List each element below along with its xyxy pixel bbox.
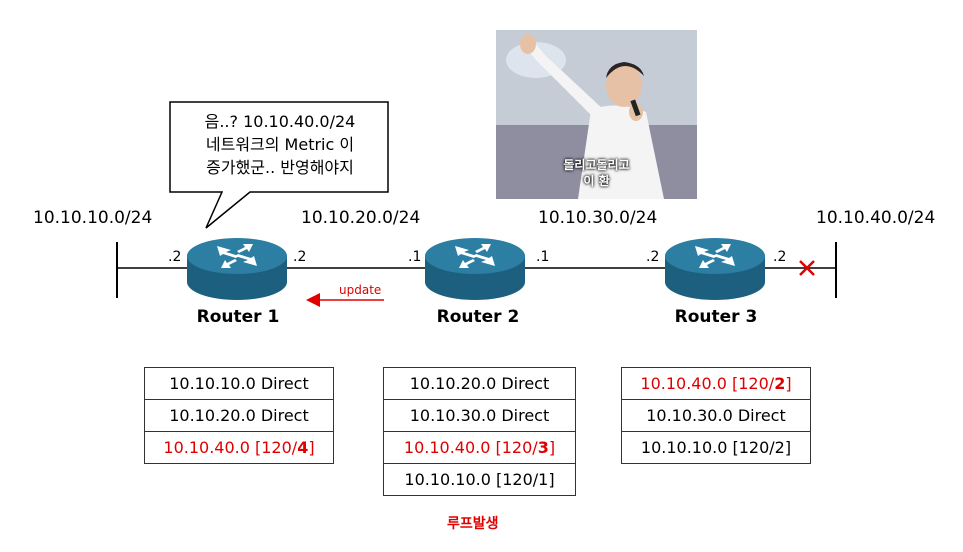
routing-entry: 10.10.40.0 [120/2] (621, 367, 811, 400)
routing-entry: 10.10.10.0 [120/1] (383, 463, 576, 496)
loop-warning-label: 루프발생 (447, 516, 499, 532)
singer-figure-icon (496, 30, 697, 199)
routing-entry: 10.10.10.0 [120/2] (621, 431, 811, 464)
r3-right-interface: .2 (773, 249, 787, 265)
routing-entry-text: 10.10.10.0 [120/2] (640, 438, 792, 457)
router-2-icon (425, 238, 525, 300)
photo-caption-line-1: 돌리고돌리고 (563, 158, 630, 172)
routing-entry: 10.10.30.0 Direct (383, 399, 576, 432)
r2-left-interface: .1 (408, 249, 422, 265)
routing-entry-text: 10.10.40.0 [120/ (403, 438, 538, 457)
router-1-name: Router 1 (196, 307, 280, 327)
routing-entry-end: ] (548, 438, 556, 457)
routing-table-row: 10.10.20.0 Direct (144, 399, 334, 432)
routing-table-row: 10.10.40.0 [120/4] (144, 431, 334, 464)
r1-left-interface: .2 (168, 249, 182, 265)
routing-entry: 10.10.40.0 [120/4] (144, 431, 334, 464)
routing-table-row: 10.10.40.0 [120/3] (383, 431, 576, 464)
speech-bubble-text: 음..? 10.10.40.0/24 네트워크의 Metric 이 증가했군..… (168, 110, 392, 179)
router-1-routing-table: 10.10.10.0 Direct 10.10.20.0 Direct 10.10.… (144, 367, 334, 464)
update-arrow-icon (306, 293, 384, 307)
router-3-icon (665, 238, 765, 300)
routing-entry: 10.10.40.0 [120/3] (383, 431, 576, 464)
routing-entry-text: 10.10.10.0 [120/1] (404, 470, 555, 489)
routing-entry-text: 10.10.40.0 [120/ (640, 374, 775, 393)
speech-bubble (169, 101, 389, 229)
routing-entry-metric: 2 (774, 374, 786, 393)
bubble-line-1: 음..? 10.10.40.0/24 (204, 112, 356, 131)
router-2-name: Router 2 (436, 307, 520, 327)
routing-entry-text: 10.10.20.0 Direct (409, 374, 550, 393)
routing-table-row: 10.10.30.0 Direct (383, 399, 576, 432)
router-1-icon (187, 238, 287, 300)
routing-table-row: 10.10.10.0 Direct (144, 367, 334, 400)
routing-table-row: 10.10.10.0 [120/1] (383, 463, 576, 496)
routing-entry-text: 10.10.10.0 Direct (169, 374, 309, 393)
photo-caption-line-2: 이 환 (583, 174, 610, 188)
routing-table-row: 10.10.40.0 [120/2] (621, 367, 811, 400)
routing-table-row: 10.10.30.0 Direct (621, 399, 811, 432)
router-2-routing-table: 10.10.20.0 Direct 10.10.30.0 Direct 10.10.… (383, 367, 576, 496)
bubble-line-3: 증가했군.. 반영해야지 (206, 158, 354, 177)
bubble-line-2: 네트워크의 Metric 이 (205, 135, 355, 154)
update-label: update (339, 283, 382, 297)
routing-entry: 10.10.20.0 Direct (383, 367, 576, 400)
routing-entry-end: ] (308, 438, 315, 457)
routing-entry-metric: 4 (297, 438, 309, 457)
routing-entry: 10.10.10.0 Direct (144, 367, 334, 400)
routing-entry: 10.10.30.0 Direct (621, 399, 811, 432)
r3-left-interface: .2 (646, 249, 660, 265)
routing-entry-text: 10.10.30.0 Direct (409, 406, 550, 425)
routing-entry-metric: 3 (537, 438, 549, 457)
network-label-3: 10.10.30.0/24 (538, 208, 658, 228)
routing-entry-text: 10.10.30.0 Direct (646, 406, 786, 425)
singer-photo: 돌리고돌리고 이 환 (496, 30, 697, 199)
routing-entry-end: ] (785, 374, 792, 393)
router-3-name: Router 3 (674, 307, 758, 327)
network-label-4: 10.10.40.0/24 (816, 208, 936, 228)
network-label-2: 10.10.20.0/24 (301, 208, 421, 228)
router-3-routing-table: 10.10.40.0 [120/2] 10.10.30.0 Direct 10.10… (621, 367, 811, 464)
routing-table-row: 10.10.10.0 [120/2] (621, 431, 811, 464)
r1-right-interface: .2 (293, 249, 307, 265)
routing-entry-text: 10.10.20.0 Direct (169, 406, 309, 425)
link-down-x-icon (799, 260, 815, 276)
network-label-1: 10.10.10.0/24 (33, 208, 153, 228)
routing-entry-text: 10.10.40.0 [120/ (163, 438, 298, 457)
routing-entry: 10.10.20.0 Direct (144, 399, 334, 432)
r2-right-interface: .1 (536, 249, 550, 265)
routing-table-row: 10.10.20.0 Direct (383, 367, 576, 400)
